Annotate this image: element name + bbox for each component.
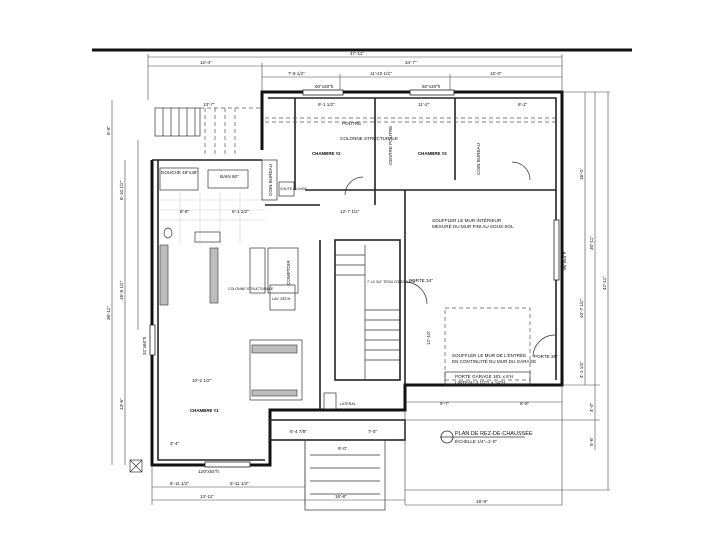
garage-lintel-label: LINTEAU 3 1/2"L x 14"H — [455, 380, 505, 385]
structural-column-mid: COLONNE STRUCTURALE — [228, 287, 274, 291]
dim-overall-width: 47'-11" — [350, 51, 364, 56]
dim-entry-b: 7'-5" — [368, 429, 378, 434]
structural-column-top: COLONNE STRUCTURALE — [340, 136, 398, 141]
left-dimensions: 6'-8" 6'-10 1/2" 16'-8 1/2" 36'-11" 13'-… — [106, 100, 139, 465]
souffler-2b: EN CONTINUITÉ DU MUR DU GARAGE — [452, 358, 536, 364]
comptoir-label: COMPTOIR — [286, 260, 291, 285]
dim-right-e: 4'-0" — [589, 402, 594, 412]
dim-entry-a: 6'-4 7/8" — [290, 429, 307, 434]
dim-bottom-steps: 16'-8" — [335, 494, 347, 499]
hall-closets: COMPTOIR COLONNE STRUCTURALE LAV. SÉCH. — [228, 247, 303, 401]
souffler-1a: SOUFFLER LE MUR INTÉRIEUR — [432, 217, 502, 223]
garage-door-label: PORTE GARAGE 16'L x 8'H — [455, 374, 513, 379]
dim-room1-a: 3'-4" — [170, 441, 180, 446]
dim-bath-b: 5'-1 1/2" — [232, 209, 249, 214]
dim-top-c: 15'-0" — [490, 71, 502, 76]
stair-opening-label: 7'-10 3/4" TROU D'ESCALIER — [367, 280, 416, 284]
plan-title: PLAN DE REZ-DE-CHAUSSÉE — [455, 430, 533, 437]
dim-right-w: 8'-1" — [518, 102, 528, 107]
exterior-stair — [154, 107, 262, 155]
shower-label: DOUCHE 48"x36" — [161, 170, 198, 175]
dim-top-a: 7'-8 1/2" — [288, 71, 305, 76]
plan-scale: ÉCHELLE 1/4"=1'-0" — [455, 438, 497, 444]
dim-garage-a: 9'-7" — [440, 401, 450, 406]
bath-label: BAIN 60" — [220, 174, 239, 179]
dim-left-a: 6'-8" — [106, 125, 111, 135]
dim-right-a: 16'-0" — [579, 168, 584, 180]
garage: SOUFFLER LE MUR INTÉRIEUR MESURÉ DU MUR … — [344, 161, 558, 386]
coin-bureau-right: COIN BUREAU — [476, 143, 481, 175]
interior-stair: 7'-10 3/4" TROU D'ESCALIER LATÉRAL — [323, 239, 416, 410]
chute-label: CHUTE À LINGE — [280, 187, 308, 191]
windows: 60"x30"h 60"x30"h 120"x54"h 32"x60"h 96"… — [142, 84, 567, 474]
dim-right-b: 30'-11" — [589, 236, 594, 250]
dim-stair-w: 13'-7" — [203, 102, 215, 107]
dim-bottom-a: 6'-11 1/2" — [170, 481, 189, 486]
dim-garage-depth: 12'-10" — [426, 330, 431, 345]
dim-room1-w: 10'-2 1/2" — [192, 378, 212, 383]
dim-bottom-total-left: 13'-11" — [200, 494, 214, 499]
room-chambre-2: CHAMBRE #2 — [312, 151, 341, 156]
room-chambre-1: CHAMBRE #1 — [190, 408, 219, 413]
dim-steps-w: 9'-0" — [338, 446, 348, 451]
dim-left-c: 16'-8 1/2" — [119, 280, 124, 300]
souffler-1b: MESURÉ DU MUR FINI AU SOUS-SOL — [432, 223, 514, 229]
window-bottom: 120"x54"h — [198, 469, 219, 474]
dim-hall-w: 12'-7 1/2" — [340, 209, 360, 214]
dim-bath-a: 8'-8" — [180, 209, 190, 214]
window-left: 32"x60"h — [142, 336, 147, 355]
dim-bottom-total-right: 18'-8" — [476, 499, 488, 504]
top-dimensions: 47'-11" 12'-4" 34'-7" 7'-8 1/2" 11'-10 1… — [147, 51, 563, 100]
dim-top-b: 11'-10 1/2" — [370, 71, 392, 76]
bottom-dimensions: 6'-11 1/2" 6'-11 1/2" 13'-11" 16'-8" 18'… — [151, 385, 563, 506]
souffler-2a: SOUFFLER LE MUR DE L'ENTRÉE — [452, 352, 526, 358]
interior-dimensions: 13'-7" 9'-1 1/2" 11'-2" 8'-1" 12'-7 1/2"… — [170, 102, 562, 451]
dim-right-total: 42'-11" — [602, 276, 607, 290]
dim-room3-w: 11'-2" — [418, 102, 430, 107]
dim-bottom-b: 6'-11 1/2" — [230, 481, 249, 486]
centre-poutre-label: CENTRE POUTRE — [388, 126, 393, 165]
window-top-1: 60"x30"h — [315, 84, 334, 89]
dim-left-b: 6'-10 1/2" — [119, 180, 124, 200]
dim-right-c: 10'-7 1/2" — [579, 298, 584, 318]
window-right: 96"x54"h — [562, 251, 567, 270]
window-top-2: 60"x30"h — [422, 84, 441, 89]
dim-top-left: 12'-4" — [200, 60, 212, 65]
coin-bureau-left: COIN BUREAU — [268, 164, 273, 196]
plan-title-block: PLAN DE REZ-DE-CHAUSSÉE ÉCHELLE 1/4"=1'-… — [440, 430, 533, 444]
lateral-label: LATÉRAL — [340, 401, 356, 406]
beam-label: POUTRE — [342, 121, 361, 126]
bathroom: DOUCHE 48"x36" BAIN 60" COIN BUREAU CHUT… — [159, 159, 308, 306]
dim-top-right: 34'-7" — [405, 60, 417, 65]
dim-left-d: 13'-6" — [119, 398, 124, 410]
washer-dryer-label: LAV. SÉCH. — [272, 296, 291, 301]
dim-right-f: 5'-6" — [589, 436, 594, 446]
dim-left-total: 36'-11" — [106, 306, 111, 320]
door-34: PORTE 34" — [409, 278, 433, 283]
dim-room2-w: 9'-1 1/2" — [318, 102, 335, 107]
door-36: PORTE 36" — [534, 354, 558, 359]
dim-garage-b: 8'-8" — [520, 401, 530, 406]
right-dimensions: 16'-0" 30'-11" 42'-11" 10'-7 1/2" 4'-1 1… — [270, 91, 610, 491]
room-chambre-3: CHAMBRE #3 — [418, 151, 447, 156]
dim-right-d: 4'-1 1/2" — [579, 361, 584, 378]
